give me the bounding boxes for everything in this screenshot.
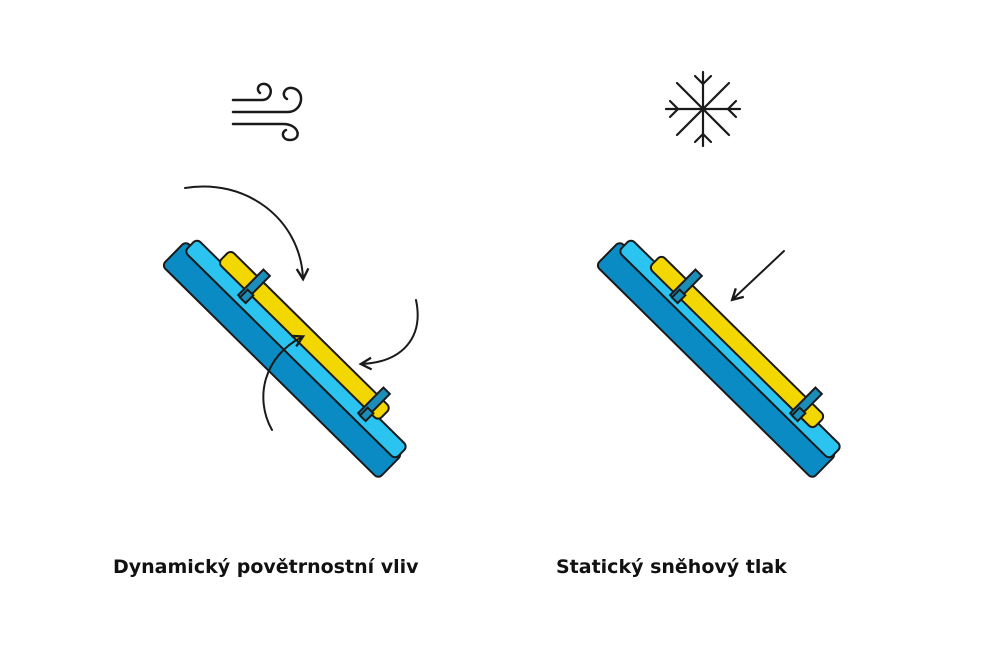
snow-pressure-arrow [733,250,785,299]
roof-right [596,239,841,478]
roof-board-light [185,239,407,459]
roof-left [162,239,407,478]
wind-arrow [262,337,302,431]
roof-board-dark [162,242,402,478]
mount-clamp [668,268,704,305]
solar-panel [649,255,825,429]
wind-arrow [362,299,419,364]
caption-snow: Statický sněhový tlak [556,556,787,578]
snow-panel [596,70,841,478]
roof-board-dark [596,242,836,478]
wind-icon [231,82,303,142]
mount-clamp [356,386,392,423]
wind-panel [162,82,419,478]
wind-arrow [184,185,303,278]
mount-clamp [236,268,272,305]
snowflake-icon [664,70,742,148]
caption-wind: Dynamický povětrnostní vliv [113,556,419,578]
wind-arrows [184,185,419,431]
mount-clamp [788,386,824,423]
solar-panel-right [649,255,825,429]
